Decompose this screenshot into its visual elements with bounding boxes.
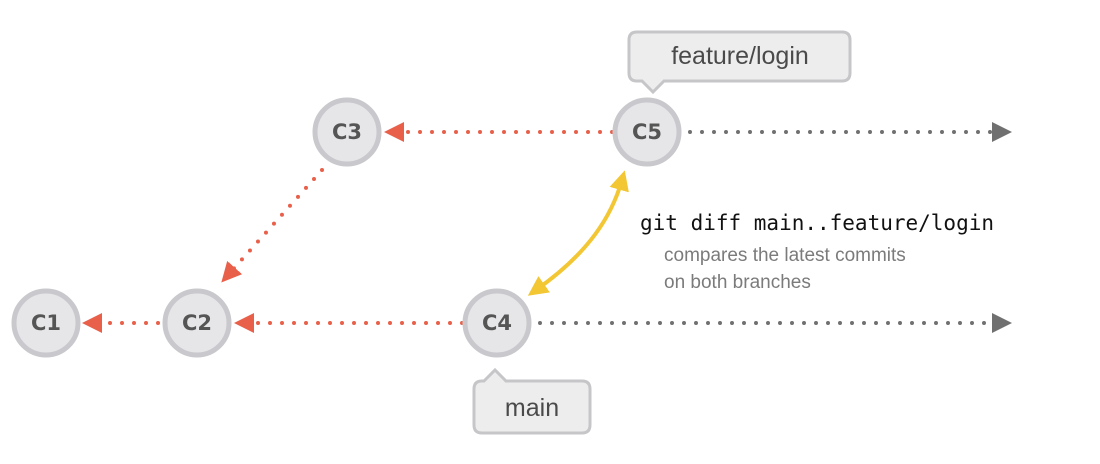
commit-node-c1[interactable]: C1: [11, 288, 81, 358]
diff-description-line2: on both branches: [664, 272, 811, 293]
commit-node-c5[interactable]: C5: [612, 97, 682, 167]
commit-node-c3[interactable]: C3: [312, 97, 382, 167]
commit-node-c4[interactable]: C4: [462, 288, 532, 358]
branch-label-feature: feature/login: [671, 42, 809, 70]
commit-label-c2: C2: [182, 311, 212, 335]
commit-label-c1: C1: [31, 311, 61, 335]
commit-label-c3: C3: [332, 120, 362, 144]
branch-label-main: main: [505, 394, 559, 422]
branch-tag-main[interactable]: main: [472, 367, 592, 435]
diff-command-text: git diff main..feature/login: [640, 211, 994, 235]
diff-description-line1: compares the latest commits: [664, 245, 906, 266]
commit-label-c4: C4: [482, 311, 512, 335]
commit-node-c2[interactable]: C2: [162, 288, 232, 358]
diff-arrow: [527, 170, 629, 296]
parent-arrow-c3-c2: [221, 168, 324, 283]
commit-label-c5: C5: [632, 120, 662, 144]
branch-tag-feature[interactable]: feature/login: [627, 30, 852, 95]
